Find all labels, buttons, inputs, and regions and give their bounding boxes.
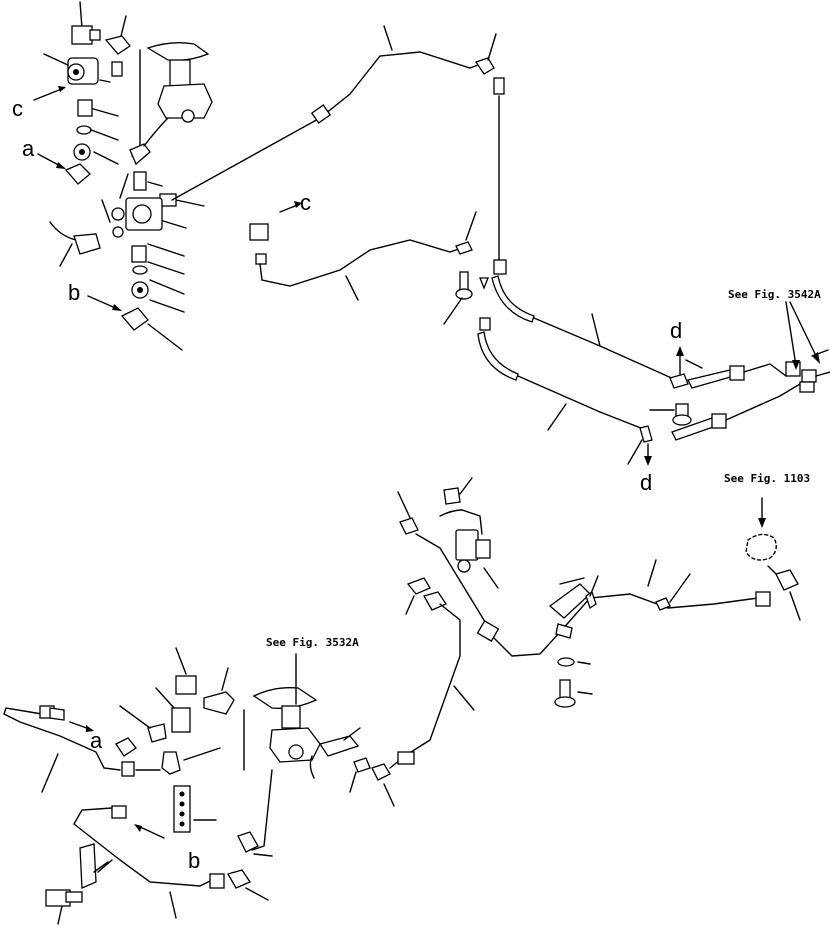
lower-pedal-group xyxy=(3,647,415,925)
middle-solenoid-group xyxy=(397,477,801,755)
callout-d-upper: d xyxy=(670,318,682,343)
callout-c-right: c xyxy=(300,190,311,215)
callout-b-upper: b xyxy=(68,280,80,305)
ref-fig-3542a: See Fig. 3542A xyxy=(728,288,821,301)
callout-c-upper: c xyxy=(12,96,23,121)
callout-d-lower: d xyxy=(640,470,652,495)
callout-b-lower: b xyxy=(188,848,200,873)
upper-valve-group xyxy=(33,1,213,351)
callout-a-upper: a xyxy=(22,136,35,161)
upper-brake-lines xyxy=(171,25,830,466)
ref-fig-1103: See Fig. 1103 xyxy=(724,472,810,485)
callout-a-lower: a xyxy=(90,728,103,753)
ref-fig-3532a: See Fig. 3532A xyxy=(266,636,359,649)
